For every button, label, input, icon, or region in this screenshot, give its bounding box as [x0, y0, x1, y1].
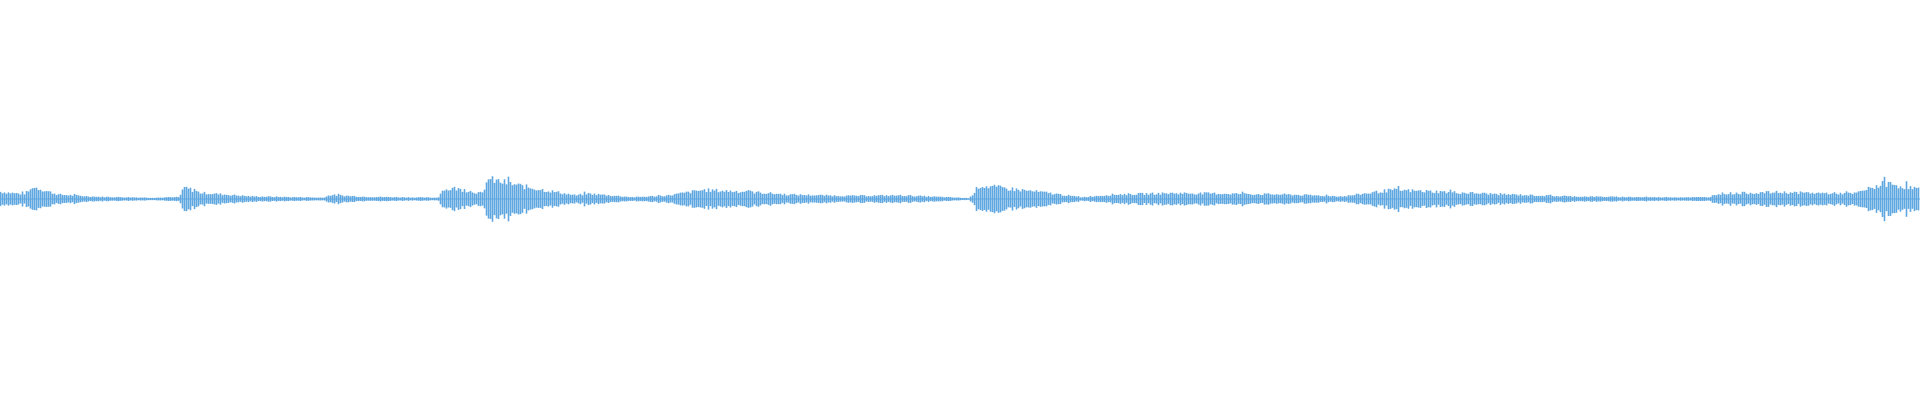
audio-waveform — [0, 176, 1920, 222]
waveform-graphic — [0, 176, 1920, 222]
